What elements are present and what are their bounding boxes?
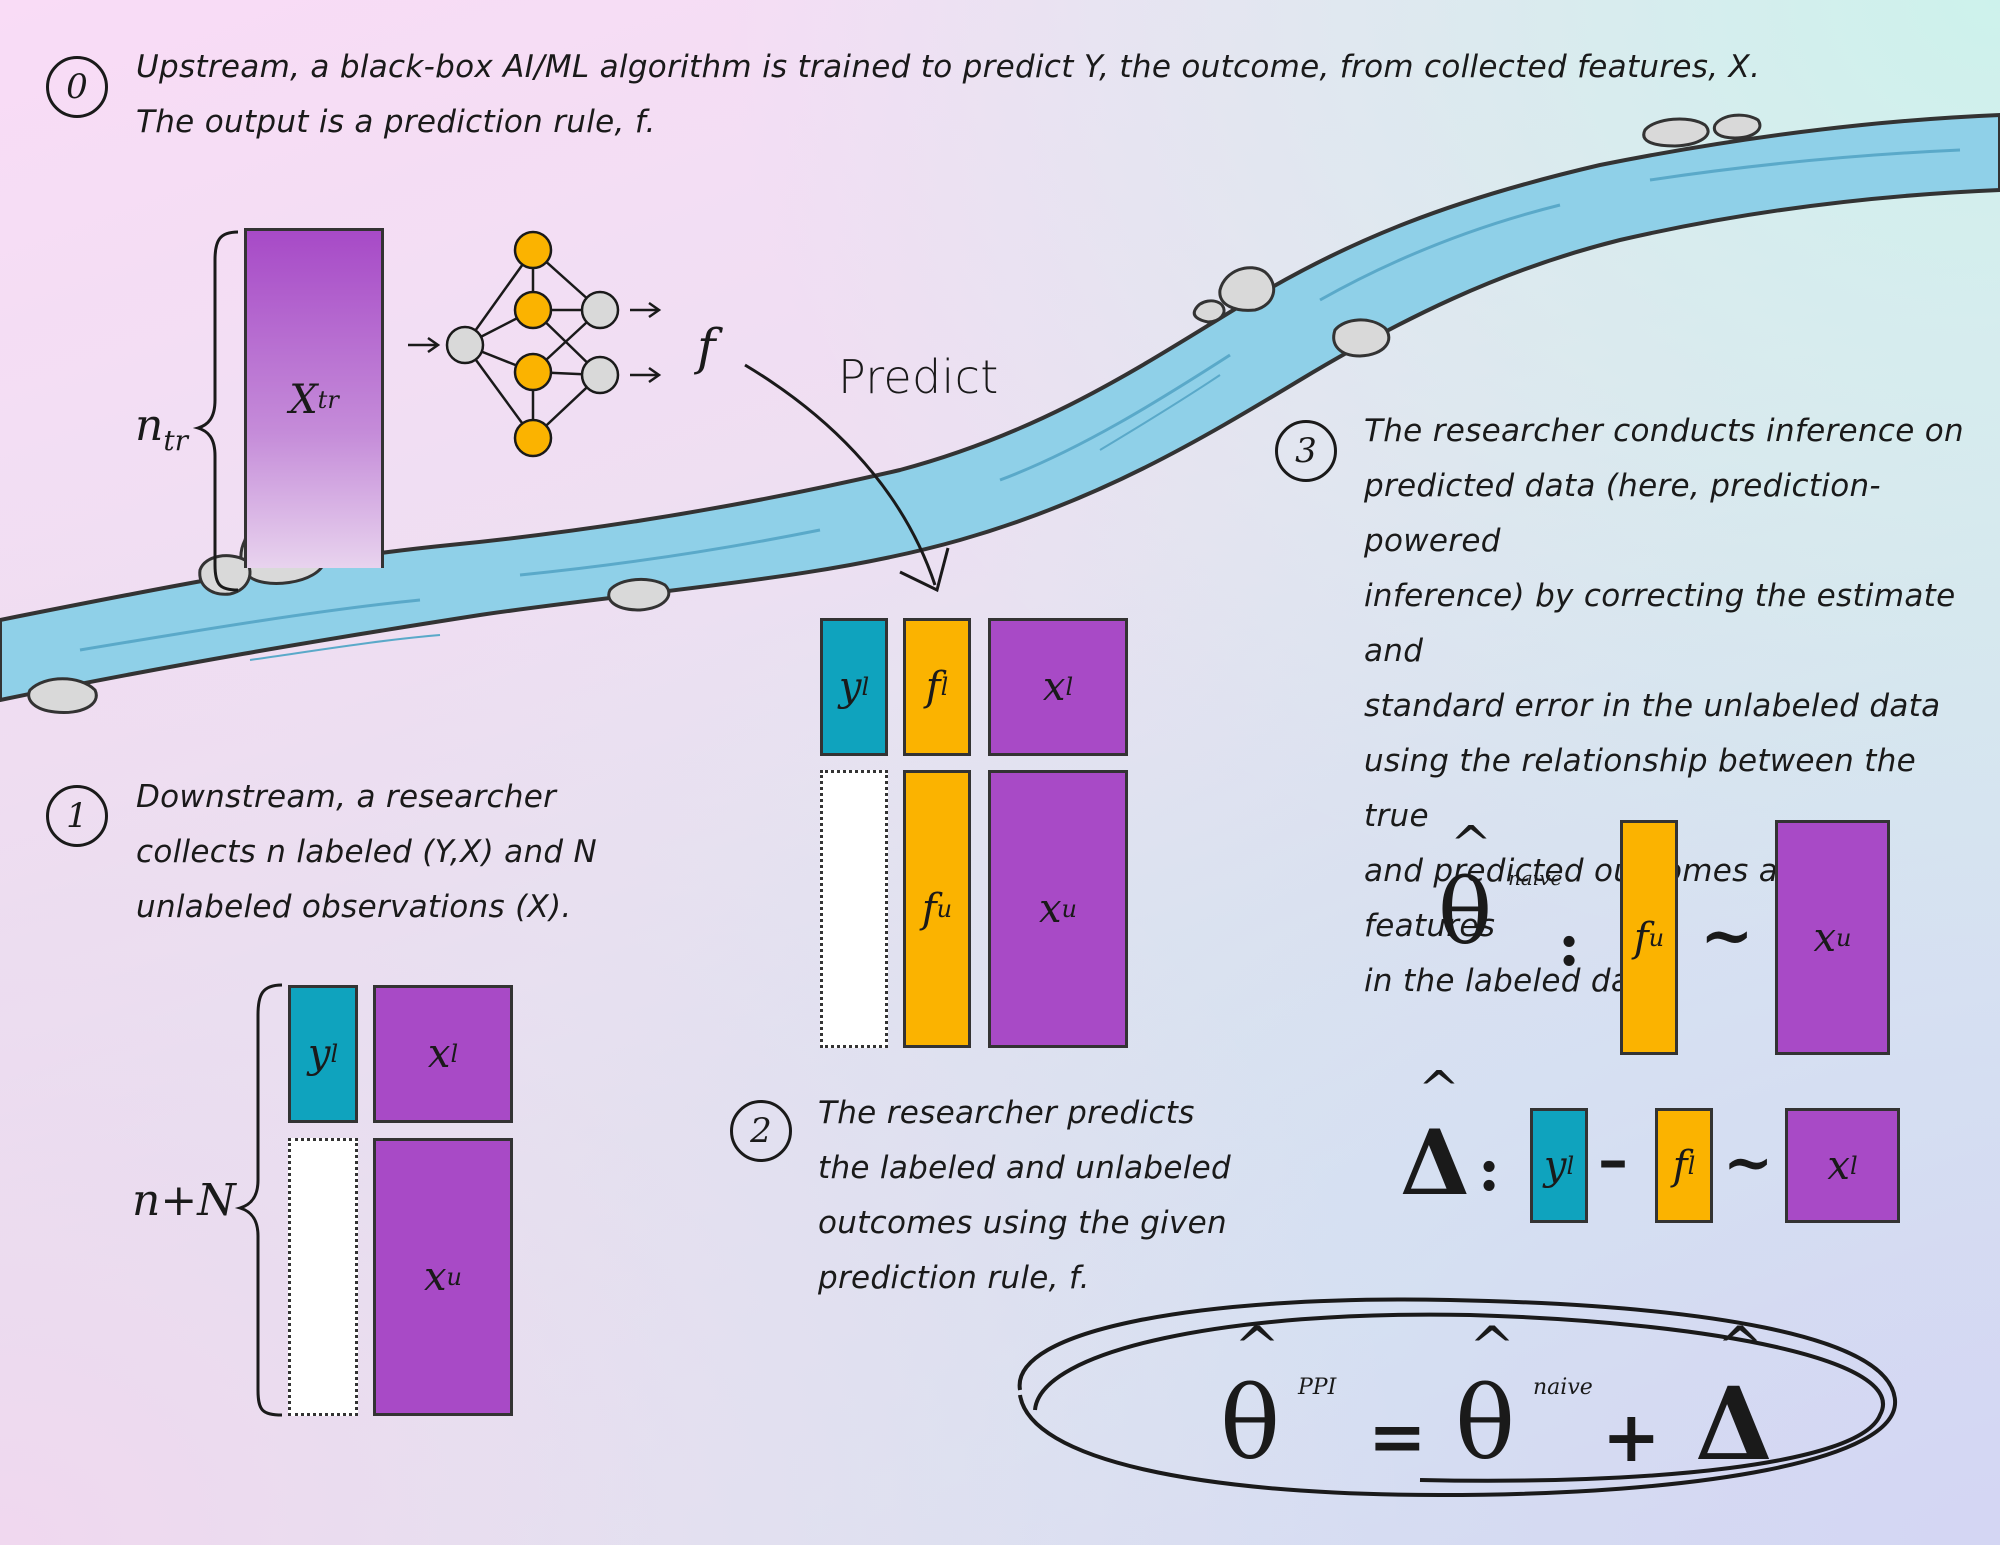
ppi-hat-icon: ^	[1234, 1315, 1281, 1379]
step-3-line-4: standard error in the unlabeled data	[1364, 688, 1941, 724]
final-delta: ^ Δ	[1695, 1315, 1773, 1483]
final-equals: =	[1368, 1395, 1427, 1478]
step-0-text: Upstream, a black-box AI/ML algorithm is…	[136, 40, 1896, 150]
step-3-line-5: using the relationship between the true	[1364, 743, 1917, 834]
step-3-line-1: The researcher conducts inference on	[1364, 413, 1964, 449]
step-2-line-1: The researcher predicts	[818, 1095, 1195, 1131]
final-naive-hat-icon: ^	[1469, 1315, 1516, 1379]
step-2-badge: 2	[730, 1100, 792, 1162]
predicted-empty-y-box	[820, 770, 888, 1048]
neural-network-icon	[445, 230, 620, 458]
step-1-badge: 1	[46, 785, 108, 847]
river	[0, 113, 2000, 702]
step-3-line-2: predicted data (here, prediction-powered	[1364, 468, 1881, 559]
final-formula-ellipse	[1017, 1297, 1898, 1498]
step-1-text: Downstream, a researcher collects n labe…	[136, 770, 656, 935]
step-2-line-4: prediction rule, f.	[818, 1260, 1090, 1296]
step-2-text: The researcher predicts the labeled and …	[818, 1086, 1238, 1306]
final-plus: +	[1602, 1395, 1661, 1478]
step-3-badge: 3	[1275, 420, 1337, 482]
step-3-text: The researcher conducts inference on pre…	[1364, 404, 1984, 1009]
predict-arrow-icon	[744, 363, 950, 593]
step-3-line-3: inference) by correcting the estimate an…	[1364, 578, 1956, 669]
f-label: f	[697, 318, 716, 376]
delta-colon: :	[1478, 1135, 1501, 1205]
downstream-empty-y-box	[288, 1138, 358, 1416]
theta-naive-symbol: ^ θ naive	[1438, 815, 1563, 965]
theta-naive-tilde: ~	[1700, 898, 1754, 973]
step-2-line-3: outcomes using the given	[818, 1205, 1227, 1241]
theta-ppi-symbol: ^ θ PPI	[1220, 1315, 1337, 1482]
step-0-badge: 0	[46, 56, 108, 118]
theta-naive-colon: :	[1558, 910, 1581, 980]
final-theta-naive: ^ θ naive	[1455, 1315, 1593, 1482]
downstream-brace	[234, 983, 283, 1417]
final-delta-hat-icon: ^	[1717, 1315, 1764, 1379]
hat-icon: ^	[1450, 815, 1492, 873]
n-tr-label: ntr	[135, 400, 188, 457]
step-0-line-1: Upstream, a black-box AI/ML algorithm is…	[136, 49, 1761, 85]
delta-symbol: ^ Δ	[1400, 1060, 1470, 1216]
step-1-line-1: Downstream, a researcher	[136, 779, 557, 815]
step-1-line-3: unlabeled observations (X).	[136, 889, 572, 925]
step-1-line-2: collects n labeled (Y,X) and N	[136, 834, 598, 870]
predict-label: Predict	[838, 350, 999, 404]
arrow-icons	[408, 301, 662, 384]
delta-tilde: ~	[1723, 1128, 1774, 1198]
delta-minus: –	[1598, 1125, 1628, 1195]
step-0-line-2: The output is a prediction rule, f.	[136, 104, 656, 140]
step-2-line-2: the labeled and unlabeled	[818, 1150, 1231, 1186]
delta-hat-icon: ^	[1418, 1060, 1460, 1118]
n-plus-n-label: n+N	[132, 1175, 236, 1226]
training-brace	[192, 230, 239, 592]
